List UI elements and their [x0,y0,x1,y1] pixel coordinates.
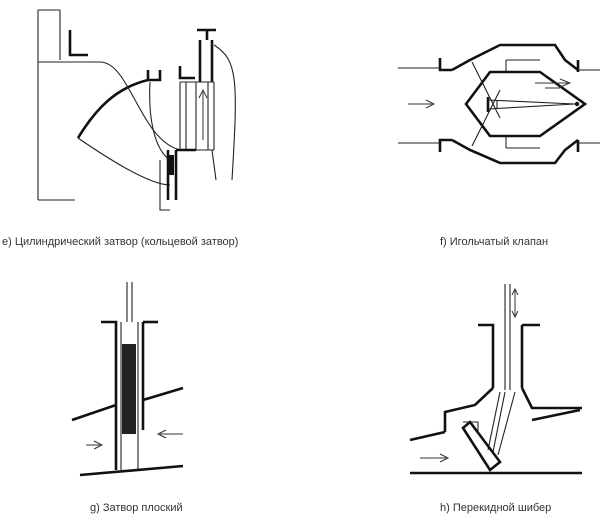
cylindrical-gate-drawing [37,9,236,211]
flap-gate-drawing [409,284,582,475]
caption-flap-gate: h) Перекидной шибер [440,502,552,514]
caption-needle-valve: f) Игольчатый клапан [440,236,549,248]
flat-gate-drawing [71,282,184,477]
needle-valve-drawing [398,43,600,165]
caption-flat-gate: g) Затвор плоский [90,502,183,514]
caption-cylindrical-gate: e) Цилиндрический затвор (кольцевой затв… [2,236,239,248]
